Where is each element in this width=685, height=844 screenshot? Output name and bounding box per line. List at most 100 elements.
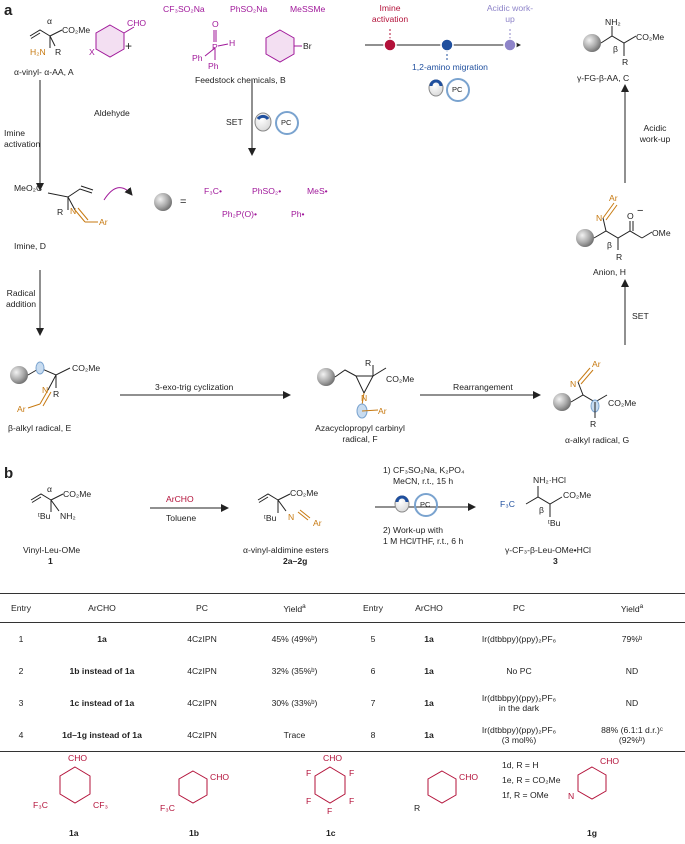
- label-compound-1: 1: [48, 556, 53, 566]
- structure-A: [29, 29, 63, 48]
- aldehyde-1a-ring: [59, 766, 91, 804]
- cond-line-3: 2) Work-up with: [383, 525, 444, 535]
- anion-ar: Ar: [609, 193, 618, 203]
- label-1c: 1c: [326, 828, 336, 838]
- structure-H: [576, 202, 653, 250]
- cell-yield-line2: (92%ᵇ): [618, 735, 646, 745]
- cell-yield: 30% (33%ᵇ): [271, 698, 318, 708]
- aldehyde-1b-ring: [178, 770, 208, 804]
- anion-r: R: [616, 252, 623, 262]
- b3-co2me: CO₂Me: [563, 490, 592, 500]
- structure-aldehyde: [95, 24, 135, 58]
- prodC-nh2: NH₂: [605, 17, 621, 27]
- th-yield-2: Yielda: [579, 593, 685, 623]
- pc-a: PC: [281, 118, 292, 127]
- anion-beta: β: [607, 240, 612, 250]
- th-yield-2-text: Yield: [620, 603, 640, 614]
- cell-yield: 32% (35%ᵇ): [271, 666, 318, 676]
- 1c-f1: F: [306, 768, 312, 778]
- cell-pc: 4CzIPN: [187, 698, 217, 708]
- th-yield-2-sup: a: [639, 602, 644, 610]
- th-entry-2: Entry: [347, 593, 399, 623]
- label-rearrangement: Rearrangement: [453, 382, 513, 392]
- pc-b: PC: [420, 500, 431, 509]
- feed-ph2: Ph: [208, 61, 219, 71]
- photocatalyst-icon-a: [254, 111, 299, 135]
- label-vinyl-leu: Vinyl-Leu-OMe: [23, 545, 81, 555]
- f-r: R: [365, 358, 372, 368]
- e-ar: Ar: [17, 404, 26, 414]
- 1g-n: N: [568, 791, 575, 801]
- feed-br: Br: [303, 41, 312, 51]
- aldehyde-1c-ring: [314, 766, 346, 804]
- structure-2: [257, 493, 311, 521]
- b1-co2me: CO₂Me: [63, 489, 92, 499]
- b1-nh2: NH₂: [60, 511, 76, 521]
- sma-r: R: [55, 47, 62, 57]
- label-imine-activation: Imine activation: [4, 128, 41, 149]
- label-beta-radical-E: β-alkyl radical, E: [8, 423, 72, 433]
- label-product-C: γ-FG-β-AA, C: [577, 73, 630, 83]
- radical-phso2: PhSO₂•: [252, 186, 282, 196]
- e-co2me: CO₂Me: [72, 363, 101, 373]
- cell-pc: Ir(dtbbpy)(ppy)₂PF₆: [459, 623, 579, 656]
- imine-ar: Ar: [99, 217, 108, 227]
- label-product-3-name: γ-CF₃-β-Leu-OMe•HCl: [505, 545, 591, 555]
- cell-archo: 1a: [424, 698, 434, 708]
- th-pc-2: PC: [459, 593, 579, 623]
- imine-r: R: [57, 207, 64, 217]
- b1-alpha: α: [47, 484, 52, 494]
- cell-archo: 1b instead of 1a: [69, 666, 135, 676]
- th-pc-1: PC: [162, 593, 242, 623]
- label-compounds-2: 2a–2g: [283, 556, 308, 566]
- 1c-cho: CHO: [323, 753, 343, 763]
- structure-3: [525, 486, 563, 517]
- structure-D: [47, 185, 172, 223]
- label-anion-H: Anion, H: [593, 267, 626, 277]
- structure-C: [583, 26, 637, 56]
- label-compound-3: 3: [553, 556, 558, 566]
- table-row: 2 1b instead of 1a 4CzIPN 32% (35%ᵇ) 6 1…: [0, 655, 685, 687]
- cell-pc: Ir(dtbbpy)(ppy)₂PF₆(3 mol%): [459, 719, 579, 752]
- th-archo-2: ArCHO: [399, 593, 459, 623]
- th-archo-1: ArCHO: [42, 593, 162, 623]
- step-imine-activation: Imine activation: [371, 3, 409, 24]
- anion-minus: −: [637, 205, 644, 217]
- label-set: SET: [226, 117, 243, 127]
- imine-n: N: [70, 206, 77, 216]
- f-ar: Ar: [378, 406, 387, 416]
- cell-yield-line1: 79%ᵇ: [621, 634, 643, 644]
- cell-entry: 2: [18, 666, 24, 676]
- cell-archo: 1c instead of 1a: [69, 698, 135, 708]
- panel-b-label: b: [4, 465, 14, 482]
- cell-archo: 1a: [424, 634, 434, 644]
- cell-yield: 88% (6.1:1 d.r.)ᶜ(92%ᵇ): [579, 719, 685, 752]
- label-radical-addition: Radical addition: [5, 288, 37, 309]
- 1d-cho: CHO: [459, 772, 479, 782]
- aldehyde-1d-ring: [427, 770, 457, 804]
- b2-n: N: [288, 512, 295, 522]
- cell-entry: 4: [0, 719, 42, 752]
- feed-phso2na: PhSO₂Na: [230, 4, 268, 14]
- photocatalyst-icon-b: [394, 493, 438, 517]
- b3-tbu: ᵗBu: [548, 518, 561, 528]
- cell-entry: 5: [370, 634, 376, 644]
- cell-entry: 8: [347, 719, 399, 752]
- anion-o: O: [627, 211, 634, 221]
- results-table: Entry ArCHO PC Yielda Entry ArCHO PC Yie…: [0, 593, 685, 752]
- cell-yield: ND: [579, 687, 685, 719]
- b3-nh2hcl: NH₂·HCl: [533, 475, 566, 485]
- b2-ar: Ar: [313, 518, 322, 528]
- table-row: 3 1c instead of 1a 4CzIPN 30% (33%ᵇ) 7 1…: [0, 687, 685, 719]
- label-1a: 1a: [69, 828, 79, 838]
- feed-h: H: [229, 38, 236, 48]
- th-entry-1: Entry: [0, 593, 42, 623]
- label-1f: 1f, R = OMe: [502, 790, 549, 800]
- cell-yield: ND: [579, 655, 685, 687]
- cell-entry: 7: [370, 698, 376, 708]
- g-ar: Ar: [592, 359, 601, 369]
- b3-f3c: F₃C: [500, 499, 515, 509]
- cell-pc-line1: No PC: [506, 666, 532, 676]
- 1c-f2: F: [349, 768, 355, 778]
